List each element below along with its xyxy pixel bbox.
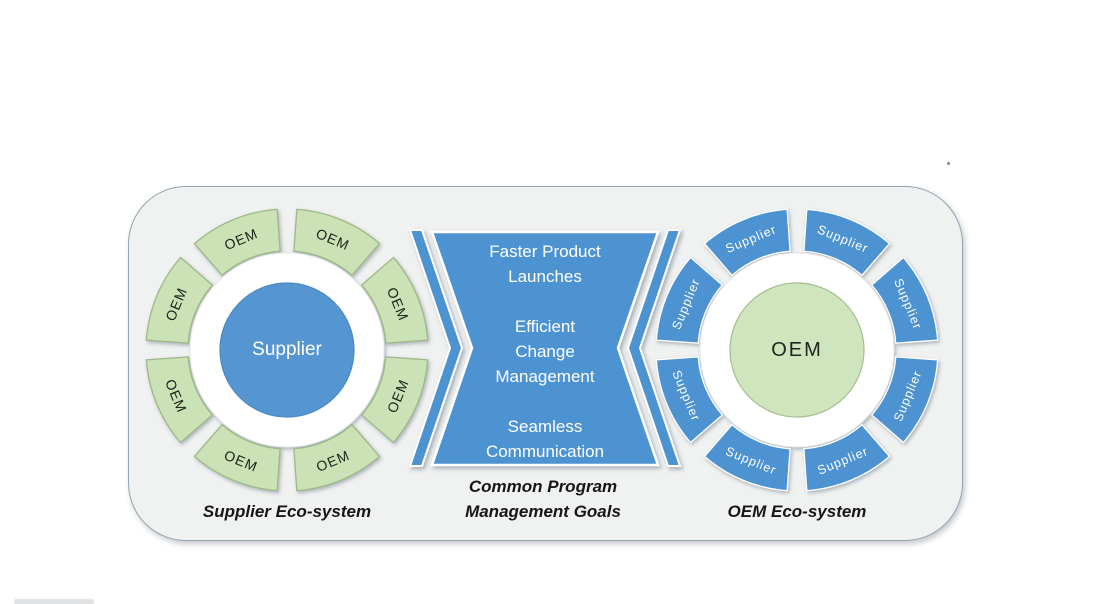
sup-satellite-wedge	[293, 423, 381, 492]
sup-satellite-wedge	[360, 356, 429, 444]
sup-satellite-wedge	[145, 256, 214, 344]
right-chevron-band	[626, 229, 682, 467]
goal-seamless-communication: Seamless Communication	[485, 417, 605, 461]
oem-satellite-wedge	[655, 356, 724, 444]
goals-connector-shape	[408, 229, 682, 467]
goal-faster-product-launches: Faster Product Launches	[489, 242, 601, 286]
oem-ecosystem-caption: OEM Eco-system	[727, 502, 867, 521]
sup-hub-circle	[219, 282, 355, 418]
sup-satellite-wedge	[145, 356, 214, 444]
oem-satellite-wedge	[703, 423, 791, 492]
sup-satellite-wedge	[193, 423, 281, 492]
goals-caption: Common Program Management Goals	[465, 477, 621, 521]
oem-satellite-wedge	[870, 256, 939, 344]
goal-efficient-change-management: Efficient Change Management	[495, 317, 595, 386]
oem-hub-label: OEM	[771, 339, 823, 361]
sup-satellite-wedge	[360, 256, 429, 344]
oem-satellite-wedge	[803, 208, 891, 277]
oem-satellite-wedge	[655, 256, 724, 344]
sup-satellite-wedge	[193, 208, 281, 277]
left-chevron-band	[408, 229, 464, 467]
oem-satellite-wedge	[703, 208, 791, 277]
supplier-ecosystem-caption: Supplier Eco-system	[202, 502, 372, 521]
cropped-text-artifact	[14, 599, 94, 604]
stray-dot	[947, 162, 950, 165]
supplier-hub-label: Supplier	[252, 339, 322, 360]
oem-hub-circle	[729, 282, 865, 418]
goals-body	[430, 230, 660, 467]
sup-satellite-wedge	[293, 208, 381, 277]
oem-satellite-wedge	[803, 423, 891, 492]
oem-satellite-wedge	[870, 356, 939, 444]
